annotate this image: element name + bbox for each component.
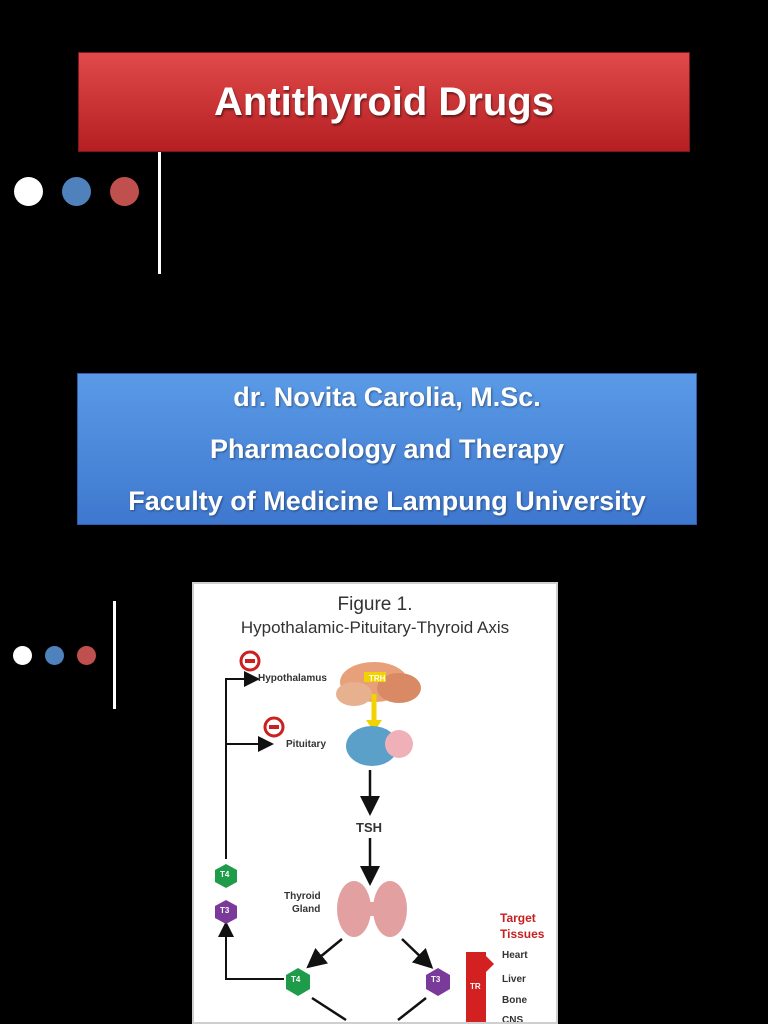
- target-heading-1: Target: [500, 911, 536, 925]
- decor-divider-small: [113, 601, 116, 709]
- label-tr: TR: [470, 982, 481, 991]
- decor-dot-white: [14, 177, 43, 206]
- label-tsh: TSH: [356, 820, 382, 835]
- label-pituitary: Pituitary: [286, 739, 327, 750]
- author-department: Pharmacology and Therapy: [209, 434, 565, 464]
- hpt-axis-diagram: [215, 650, 494, 1022]
- label-t3-left: T3: [220, 906, 230, 915]
- label-t4-left: T4: [220, 870, 230, 879]
- author-info-box: dr. Novita Carolia, M.Sc. Pharmacology a…: [77, 373, 697, 525]
- label-hypothalamus: Hypothalamus: [258, 673, 327, 684]
- figure-subheading: Hypothalamic-Pituitary-Thyroid Axis: [240, 618, 510, 637]
- t3-hexagon-icon: [215, 900, 237, 924]
- target-tissue-item: Bone: [502, 995, 527, 1006]
- label-thyroid-2: Gland: [292, 904, 321, 915]
- decor-dot-red: [110, 177, 139, 206]
- decor-divider: [158, 152, 161, 274]
- target-tissue-item: CNS: [502, 1015, 524, 1024]
- slide-title-bar: Antithyroid Drugs: [78, 52, 690, 152]
- label-t4-bottom: T4: [291, 975, 301, 984]
- hypothalamus-illustration: [336, 662, 421, 706]
- label-trh: TRH: [369, 674, 386, 683]
- tr-receptor-bar: [466, 952, 486, 1022]
- decor-dot-blue: [62, 177, 91, 206]
- slide-title: Antithyroid Drugs: [214, 79, 554, 124]
- figure-heading: Figure 1.: [337, 594, 413, 615]
- thyroid-illustration: [337, 881, 407, 937]
- label-t3-bottom: T3: [431, 975, 441, 984]
- author-institution: Faculty of Medicine Lampung University: [128, 486, 646, 516]
- decor-dot-blue-small: [45, 646, 64, 665]
- pituitary-illustration: [346, 726, 398, 766]
- hpt-axis-figure: Figure 1. Hypothalamic-Pituitary-Thyroid…: [192, 582, 558, 1024]
- author-name: dr. Novita Carolia, M.Sc.: [233, 382, 541, 412]
- target-tissue-item: Liver: [502, 974, 526, 985]
- target-tissue-item: Heart: [502, 950, 528, 961]
- t4-hexagon-icon: [215, 864, 237, 888]
- label-thyroid-1: Thyroid: [284, 891, 321, 902]
- decor-dot-white-small: [13, 646, 32, 665]
- t4-hexagon-icon: [286, 968, 310, 996]
- t3-hexagon-icon: [426, 968, 450, 996]
- decor-dot-red-small: [77, 646, 96, 665]
- target-heading-2: Tissues: [500, 927, 545, 941]
